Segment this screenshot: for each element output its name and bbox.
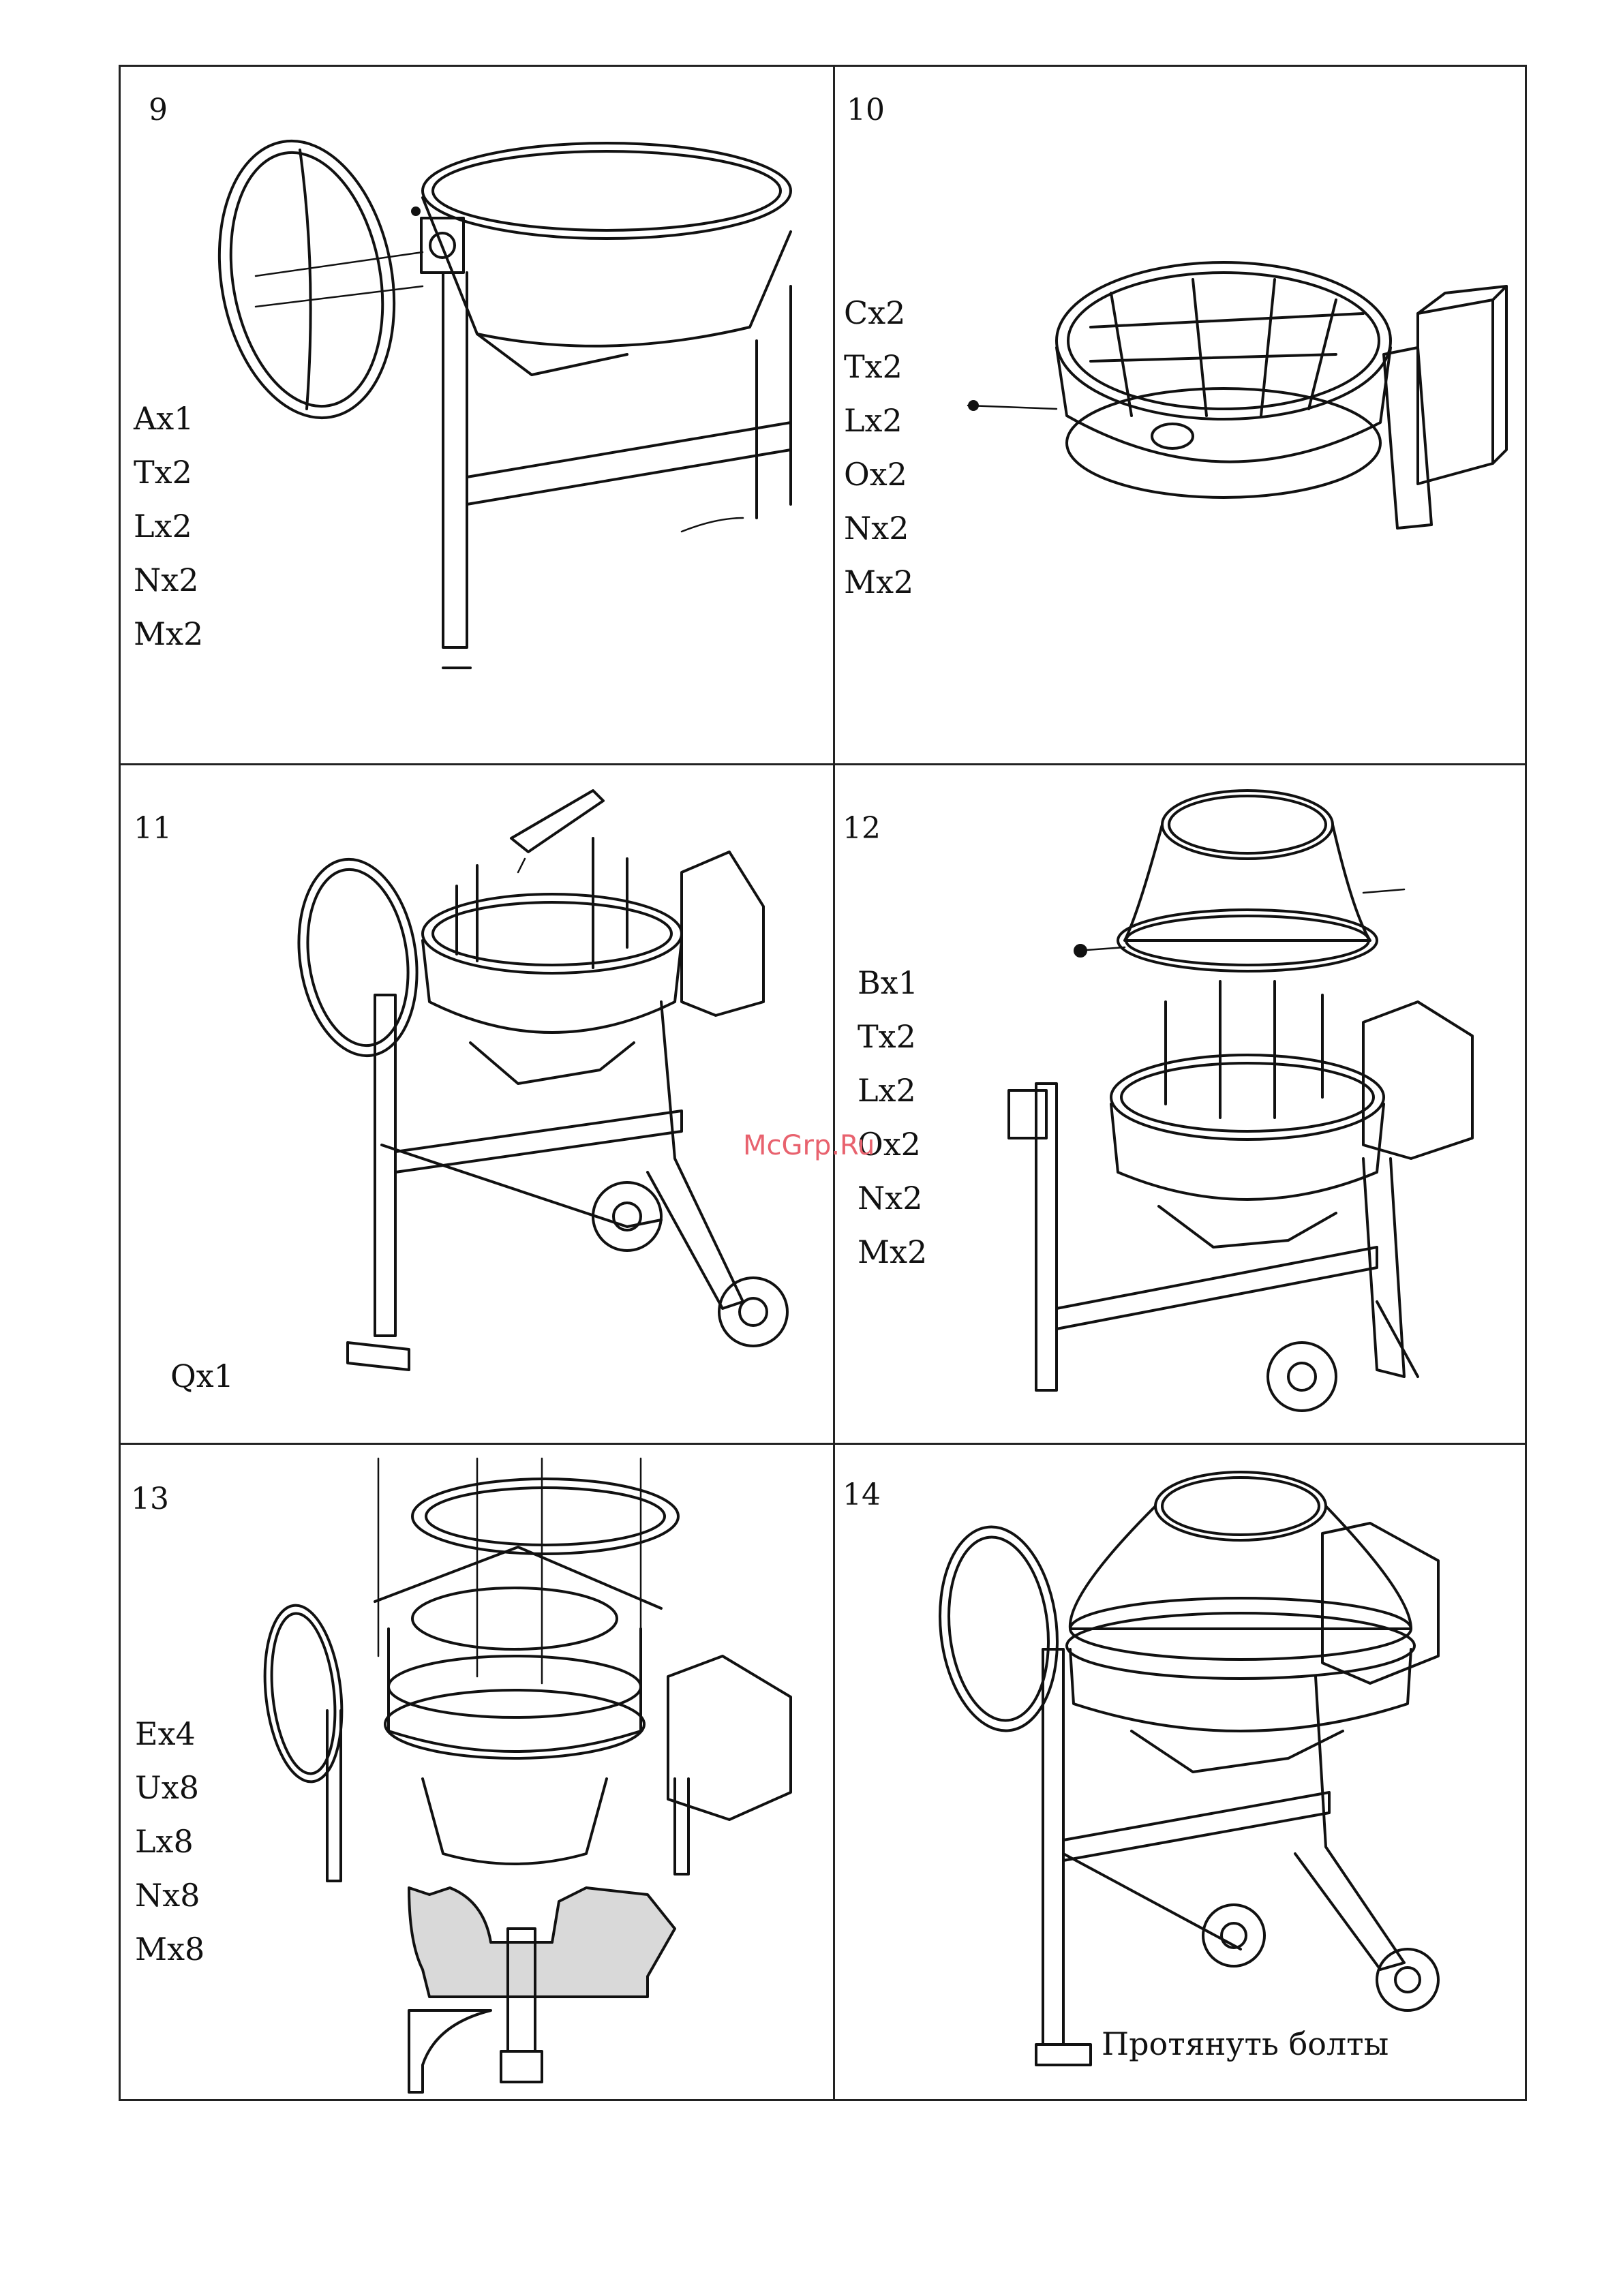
parts-list: Ex4 Ux8 Lx8 Nx8 Mx8 [135, 1707, 204, 1976]
part-item: Mx8 [135, 1923, 204, 1976]
part-item: Lx8 [135, 1815, 204, 1869]
parts-list: Bx1 Tx2 Lx2 Ox2 Nx2 Mx2 [858, 956, 927, 1279]
part-item: Tx2 [858, 1010, 927, 1064]
part-item: Mx2 [844, 555, 913, 609]
step-number: 11 [134, 814, 172, 844]
step-10-illustration [954, 239, 1513, 552]
step-number: 9 [149, 95, 168, 125]
part-item: Tx2 [844, 340, 913, 394]
step-11-illustration [293, 777, 825, 1390]
part-item: Nx2 [844, 502, 913, 555]
part-item: Nx2 [858, 1172, 927, 1225]
part-item: Ux8 [135, 1761, 204, 1815]
part-item: Ex4 [135, 1707, 204, 1761]
part-item: Bx1 [858, 956, 927, 1010]
step-number: 10 [847, 95, 885, 125]
step-14-illustration [934, 1458, 1513, 2065]
step-number: 12 [843, 814, 881, 844]
step-13-illustration [266, 1452, 811, 2106]
part-item: Ax1 [134, 392, 203, 446]
grid-divider-vertical [833, 65, 835, 2101]
part-item: Mx2 [134, 607, 203, 661]
parts-list: Qx1 [170, 1349, 234, 1403]
step-number: 13 [131, 1484, 169, 1514]
parts-list: Cx2 Tx2 Lx2 Ox2 Nx2 Mx2 [844, 286, 913, 609]
part-item: Lx2 [134, 500, 203, 553]
part-item: Nx8 [135, 1869, 204, 1923]
grid-divider-row-1 [119, 763, 1527, 765]
part-item: Lx2 [858, 1064, 927, 1118]
part-item: Mx2 [858, 1225, 927, 1279]
parts-list: Ax1 Tx2 Lx2 Nx2 Mx2 [134, 392, 203, 661]
part-item: Lx2 [844, 394, 913, 448]
part-item: Ox2 [844, 448, 913, 502]
watermark: McGrp.Ru [743, 1130, 875, 1161]
step-number: 14 [843, 1480, 881, 1510]
step-9-illustration [204, 136, 818, 668]
grid-divider-row-2 [119, 1443, 1527, 1445]
part-item: Nx2 [134, 553, 203, 607]
step-12-illustration [995, 777, 1513, 1431]
part-item: Cx2 [844, 286, 913, 340]
part-item: Tx2 [134, 446, 203, 500]
part-item: Qx1 [170, 1349, 234, 1403]
